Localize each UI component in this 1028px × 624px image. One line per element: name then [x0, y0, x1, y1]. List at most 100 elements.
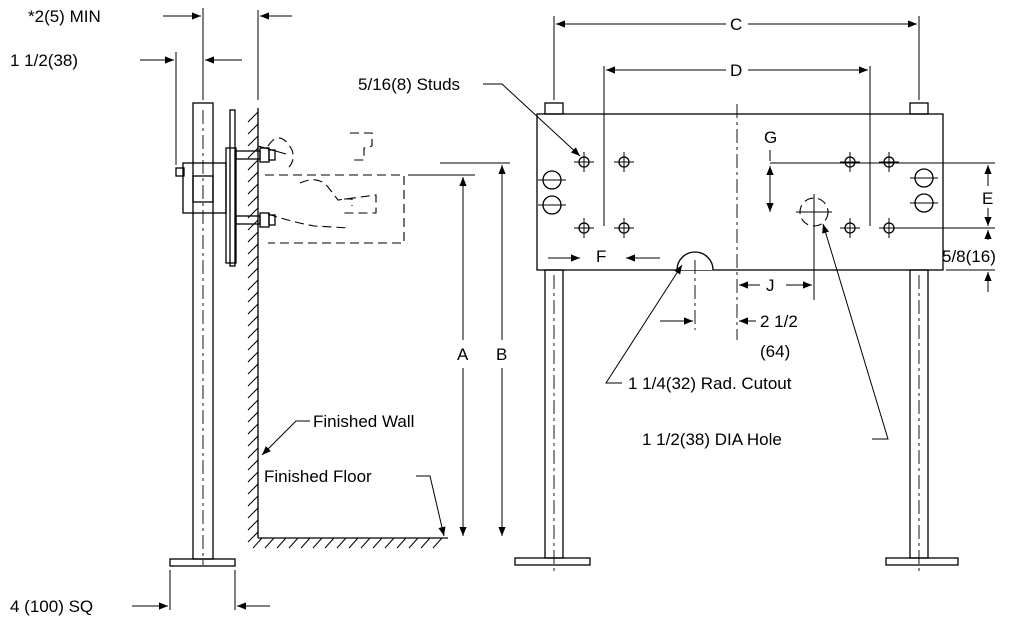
floor-hatch-mark	[276, 537, 287, 549]
wall-hatch-mark	[247, 183, 259, 195]
stud-hole	[840, 152, 860, 172]
side-view: *2(5) MIN 1 1/2(38) 4 (100) SQ A B	[10, 7, 510, 616]
floor-hatch-mark	[264, 537, 275, 549]
stud-hole	[614, 218, 634, 238]
wall-hatch-mark	[247, 279, 259, 291]
studs-callout: 5/16(8) Studs	[358, 75, 581, 157]
floor-hatch-mark	[396, 537, 407, 549]
wall-hatch-mark	[247, 231, 259, 243]
stud-hole	[614, 152, 634, 172]
wall-hatch-mark	[247, 483, 259, 495]
studs-label: 5/16(8) Studs	[358, 75, 460, 94]
dim-d: D	[606, 61, 868, 80]
floor-hatch-mark	[420, 537, 431, 549]
dim-j-label: J	[766, 276, 775, 295]
wall-hatch-mark	[247, 195, 259, 207]
stud-hole	[840, 218, 860, 238]
wall-hatch-mark	[247, 471, 259, 483]
hole-offset-line2: (64)	[760, 342, 790, 361]
finished-floor-callout: Finished Floor	[264, 467, 446, 537]
cutout-callout: 1 1/4(32) Rad. Cutout	[605, 264, 792, 393]
wall-hatch-mark	[247, 507, 259, 519]
wall-hatch-mark	[247, 423, 259, 435]
hole-offset-line1: 2 1/2	[760, 312, 798, 331]
finished-wall-callout: Finished Wall	[261, 412, 414, 456]
front-legs	[514, 269, 959, 575]
wall-hatch-mark	[247, 255, 259, 267]
front-view: C D 5/16(8) Studs G E	[358, 15, 996, 575]
floor-hatch-mark	[348, 537, 359, 549]
wall-hatch-mark	[247, 135, 259, 147]
wall-hatch-mark	[247, 171, 259, 183]
dim-a-label: A	[457, 345, 469, 364]
dim-j: J	[739, 276, 812, 295]
finished-floor-line	[252, 537, 448, 549]
hole-offset-dimension: 2 1/2 (64)	[660, 312, 798, 361]
wall-hatch-mark	[247, 327, 259, 339]
wall-hatch-mark	[247, 111, 259, 123]
wall-hatch-mark	[247, 303, 259, 315]
finished-wall-line	[247, 108, 259, 543]
wall-hatch-mark	[247, 147, 259, 159]
stud-hole	[574, 152, 594, 172]
wall-hatch-mark	[247, 387, 259, 399]
dim-f-label: F	[596, 247, 606, 266]
wall-hatch-mark	[247, 531, 259, 543]
wall-hatch-mark	[247, 243, 259, 255]
wall-hatch-mark	[247, 399, 259, 411]
wall-hatch-mark	[247, 339, 259, 351]
wall-hatch-mark	[247, 363, 259, 375]
wall-hatch-mark	[247, 495, 259, 507]
dim-c: C	[553, 15, 920, 100]
wall-hatch-mark	[247, 159, 259, 171]
floor-hatch-mark	[372, 537, 383, 549]
wall-hatch-mark	[247, 459, 259, 471]
wall-hatch-mark	[247, 411, 259, 423]
mounting-bracket	[175, 109, 287, 267]
stud-hole	[879, 152, 899, 172]
min-clearance-label: *2(5) MIN	[28, 7, 101, 26]
stud-holes	[574, 152, 899, 238]
dim-f: F	[548, 247, 660, 266]
dim-e: E 5/8(16)	[890, 165, 996, 292]
dim-g-label: G	[764, 128, 777, 147]
wall-hatch-mark	[247, 315, 259, 327]
wall-hatch-mark	[247, 447, 259, 459]
dim-d-label: D	[730, 61, 742, 80]
post-width-dimension: 1 1/2(38)	[10, 51, 242, 165]
height-dimensions: A B	[408, 162, 510, 536]
wall-hatch-mark	[247, 435, 259, 447]
floor-hatch-mark	[252, 537, 263, 549]
floor-hatch-mark	[288, 537, 299, 549]
floor-hatch-mark	[324, 537, 335, 549]
mounting-plate	[536, 113, 944, 271]
wall-hatch-mark	[247, 291, 259, 303]
wall-hatch-mark	[247, 267, 259, 279]
dim-c-label: C	[730, 15, 742, 34]
dia-hole	[796, 194, 832, 300]
dia-hole-label: 1 1/2(38) DIA Hole	[642, 430, 782, 449]
floor-hatch-mark	[336, 537, 347, 549]
dim-g: G	[764, 128, 995, 212]
floor-hatch-mark	[360, 537, 371, 549]
stud-area-lines	[603, 66, 871, 340]
finished-wall-label: Finished Wall	[313, 412, 414, 431]
wall-hatch-mark	[247, 123, 259, 135]
floor-hatch-mark	[312, 537, 323, 549]
post-width-label: 1 1/2(38)	[10, 51, 78, 70]
dim-b-label: B	[496, 345, 507, 364]
floor-hatch-mark	[384, 537, 395, 549]
cutout-label: 1 1/4(32) Rad. Cutout	[628, 374, 792, 393]
wall-hatch-mark	[247, 519, 259, 531]
dia-hole-callout: 1 1/2(38) DIA Hole	[642, 223, 889, 449]
wall-hatch-mark	[247, 351, 259, 363]
wall-hatch-mark	[247, 375, 259, 387]
min-clearance-dimension: *2(5) MIN	[28, 7, 292, 100]
base-size-dimension: 4 (100) SQ	[10, 570, 270, 616]
floor-hatch-mark	[432, 537, 443, 549]
floor-hatch-mark	[300, 537, 311, 549]
floor-hatch-mark	[408, 537, 419, 549]
wall-hatch-mark	[247, 219, 259, 231]
stud-hole	[574, 218, 594, 238]
